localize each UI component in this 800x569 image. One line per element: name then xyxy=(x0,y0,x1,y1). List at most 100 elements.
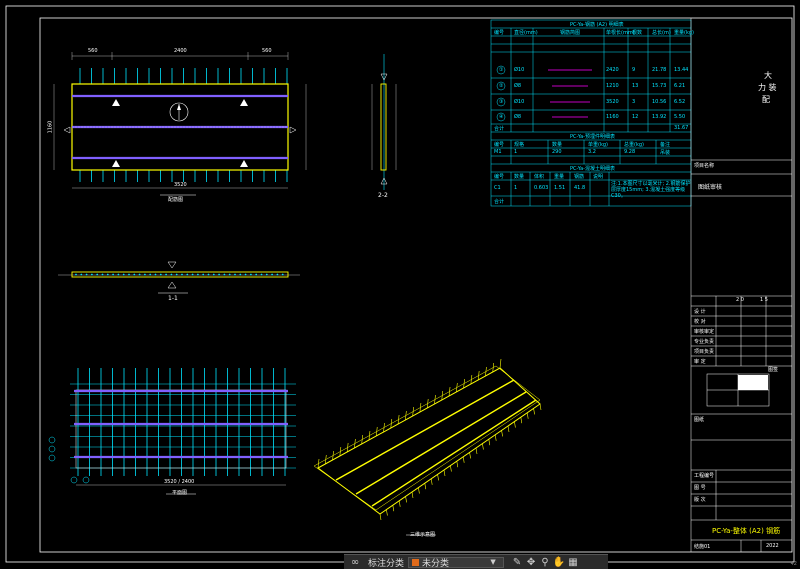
table1-cell: 6.21 xyxy=(674,83,686,89)
table1-cell: 12 xyxy=(632,114,639,120)
rebar-shapes xyxy=(548,69,592,118)
t1-headers-cell: 单根长(mm) xyxy=(606,30,635,36)
table1-cell: 15.73 xyxy=(652,83,667,89)
t1-headers-cell: 根数 xyxy=(632,30,643,36)
t1-headers-cell: 重量(kg) xyxy=(674,30,694,36)
table1-cell: Ø8 xyxy=(514,114,522,120)
category-select[interactable]: 未分类 ▼ xyxy=(408,556,505,569)
t3-row-cell: 0.603 xyxy=(534,185,549,191)
table1-cell: 13.92 xyxy=(652,114,667,120)
view-label-plan: 配筋图 xyxy=(168,197,184,203)
rev-header-b: 1 5 xyxy=(760,297,768,303)
edit-icon[interactable]: ✎ xyxy=(512,556,522,568)
stamp-filled-cell xyxy=(738,375,768,390)
title-block xyxy=(690,18,792,552)
sign-row-label: 设 计 xyxy=(694,309,706,315)
table3-title: PC-Ya-混凝土明细表 xyxy=(570,166,615,172)
t3-headers-cell: 编号 xyxy=(494,174,505,180)
page-number: 42 xyxy=(790,561,797,567)
link-icon[interactable]: ∞ xyxy=(350,556,360,568)
table1-cell: 9 xyxy=(632,67,636,73)
table1-cell: ② xyxy=(499,83,504,89)
table1-cell: 6.52 xyxy=(674,99,686,105)
scale-label: 图纸 xyxy=(694,417,705,423)
t2-headers-cell: 数量 xyxy=(552,142,563,148)
move-icon[interactable]: ✥ xyxy=(526,556,536,568)
zoom-icon[interactable]: ⚲ xyxy=(541,556,549,568)
t3-headers-cell: 数量 xyxy=(514,174,525,180)
t2-headers-cell: 规格 xyxy=(514,142,525,148)
plan2-view xyxy=(48,368,296,495)
sign-row-label: 审 定 xyxy=(694,359,706,365)
pan-icon[interactable]: ✋ xyxy=(552,556,566,568)
section-11 xyxy=(58,261,300,294)
table1-cell: Ø8 xyxy=(514,83,522,89)
t2-headers-cell: 备注 xyxy=(660,142,671,148)
table1-cell: ③ xyxy=(499,99,504,105)
t3-headers-cell: 说明 xyxy=(593,174,604,180)
table1-cell: 1160 xyxy=(606,114,619,120)
sign-row-label: 审核审定 xyxy=(694,329,715,335)
t1-headers-cell: 钢筋简图 xyxy=(560,30,581,36)
rev-header-a: 2 0 xyxy=(736,297,744,303)
category-color-swatch xyxy=(412,558,420,566)
info-row-label: 图 号 xyxy=(694,485,706,491)
t2-headers-cell: 总重(kg) xyxy=(624,142,644,148)
project-label: 项目名称 xyxy=(694,163,715,169)
t1-headers-cell: 总长(m) xyxy=(652,30,671,36)
scale-value: 2022 xyxy=(766,543,779,549)
company-line2: 力 装 xyxy=(758,83,777,92)
t2-headers-cell: 单重(kg) xyxy=(588,142,608,148)
info-row-label: 工程编号 xyxy=(694,473,715,479)
table3-total-label: 合计 xyxy=(494,199,505,205)
view-label-22: 2-2 xyxy=(378,192,388,199)
t2-row-cell: 1 xyxy=(514,149,518,155)
t3-row-cell: 1 xyxy=(514,185,518,191)
dim-plan2: 3520 / 2400 xyxy=(164,479,195,485)
t2-row-cell: 290 xyxy=(552,149,562,155)
outer-border xyxy=(5,5,795,563)
t3-row-cell: C1 xyxy=(494,185,501,191)
view-label-iso: 三维示意图 xyxy=(410,532,436,538)
table2-title: PC-Ya-预埋件明细表 xyxy=(570,134,615,140)
table1-cell: 3520 xyxy=(606,99,619,105)
table1-cell: ① xyxy=(499,67,504,73)
table1-cell: Ø10 xyxy=(514,99,525,105)
table1-cell: 10.56 xyxy=(652,99,667,105)
annotation-toolbar: ∞ 标注分类 未分类 ▼ ✎ ✥ ⚲ ✋ ▦ xyxy=(344,554,608,569)
grid-icon[interactable]: ▦ xyxy=(568,556,578,568)
stamp-label: 图签 xyxy=(768,367,779,373)
chevron-down-icon: ▼ xyxy=(490,558,496,566)
t3-row-cell: 1.51 xyxy=(554,185,566,191)
sheet-label: 结施01 xyxy=(694,544,711,550)
dim-bottom: 3520 xyxy=(174,182,187,188)
table1-cell: 2420 xyxy=(606,67,619,73)
table1-cell: 13 xyxy=(632,83,639,89)
t2-headers-cell: 编号 xyxy=(494,142,505,148)
table1-total-label: 合计 xyxy=(494,126,505,132)
t2-row-cell: M1 xyxy=(494,149,502,155)
sign-row-label: 项目负责 xyxy=(694,349,715,355)
t2-row-cell: 吊装 xyxy=(660,150,671,156)
table1-cell: 1210 xyxy=(606,83,619,89)
t3-headers-cell: 体积 xyxy=(534,174,545,180)
view-label-plan2: 平面图 xyxy=(172,490,188,496)
t3-headers-cell: 钢筋 xyxy=(574,174,585,180)
sign-row-label: 校 对 xyxy=(694,319,706,325)
table1-cell: 5.50 xyxy=(674,114,686,120)
t3-row-cell: 41.8 xyxy=(574,185,586,191)
dim-top-c: 560 xyxy=(262,48,272,54)
table1-cell: 21.78 xyxy=(652,67,667,73)
t1-headers-cell: 编号 xyxy=(494,30,505,36)
view-label-11: 1-1 xyxy=(168,295,178,302)
iso-view xyxy=(313,358,542,536)
dim-side: 1160 xyxy=(47,120,54,134)
info-row-label: 版 次 xyxy=(694,497,706,503)
table1-cell: 3 xyxy=(632,99,636,105)
inner-border xyxy=(39,17,793,553)
table1-total-value: 31.67 xyxy=(674,125,689,131)
table1-cell: Ø10 xyxy=(514,67,525,73)
table1-cell: ④ xyxy=(499,114,504,120)
category-select-value: 未分类 xyxy=(422,558,450,569)
dim-top-a: 560 xyxy=(88,48,98,54)
